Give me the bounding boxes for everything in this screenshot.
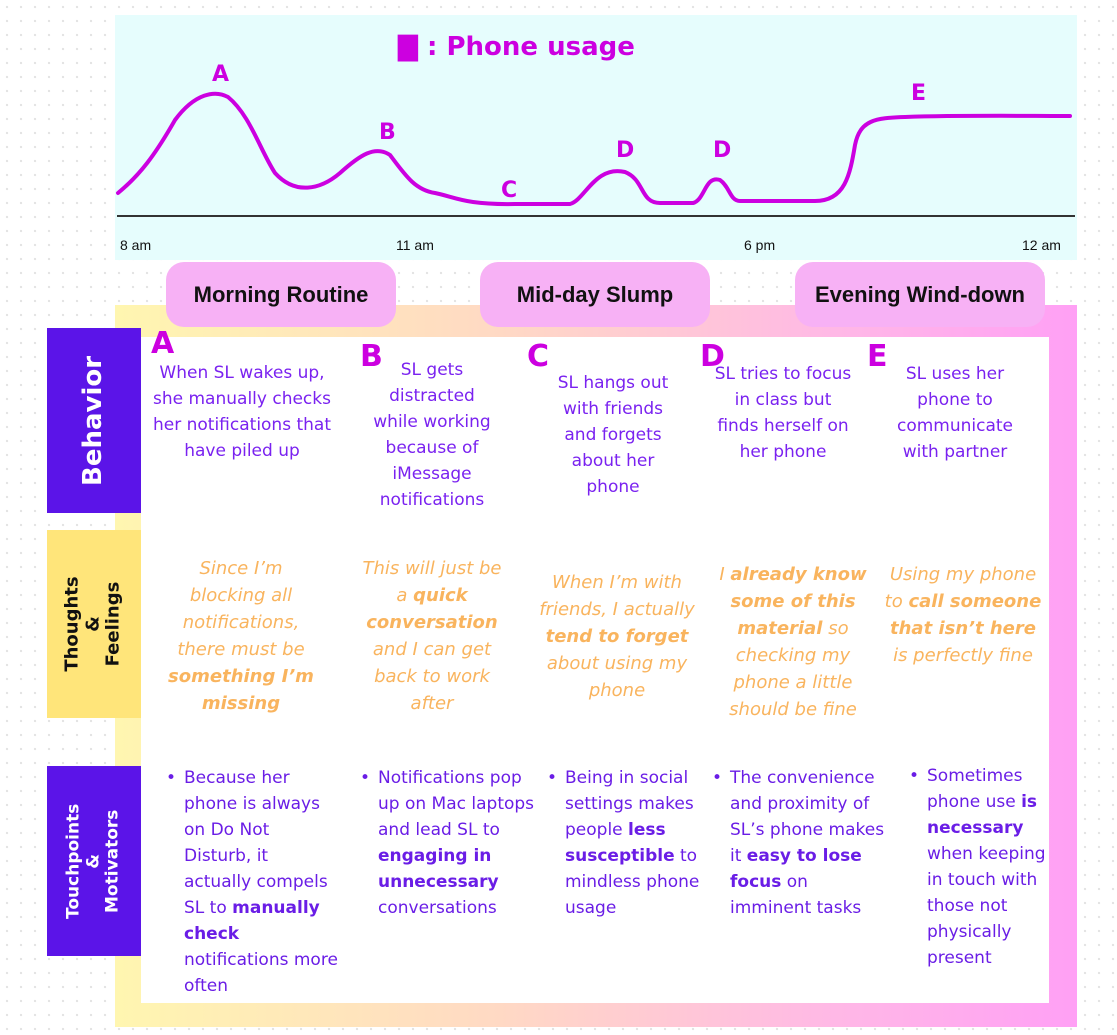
behavior-text: SL tries to focus in class but finds her… xyxy=(714,364,852,462)
emphasis-text: easy to lose focus xyxy=(730,846,862,892)
behavior-text: SL gets distracted while working because… xyxy=(373,360,491,510)
stage-letter: E xyxy=(867,339,888,374)
text-segment: on imminent tasks xyxy=(730,872,862,918)
phone-usage-chart: ▇ : Phone usage A B C D D E 8 am 11 am 6… xyxy=(115,15,1077,260)
stage-letter: B xyxy=(360,339,383,374)
row-label-thoughts: Thoughts & Feelings xyxy=(47,530,141,718)
thought-quote: This will just be a quick conversation a… xyxy=(356,555,508,717)
text-segment: about using my phone xyxy=(546,653,688,701)
row-label-touchpoints: Touchpoints & Motivators xyxy=(47,766,141,956)
emphasis-text: less susceptible xyxy=(565,820,675,866)
behavior-text: SL uses her phone to communicate with pa… xyxy=(896,364,1014,462)
behavior-text: SL hangs out with friends and forgets ab… xyxy=(557,373,669,497)
usage-curve xyxy=(116,91,1072,207)
text-segment: Using my phone to xyxy=(884,564,1037,612)
row-label-behavior: Behavior xyxy=(47,328,141,513)
tick-11am: 11 am xyxy=(396,237,434,253)
text-segment: and I can get back to work after xyxy=(372,639,492,714)
emphasis-text: manually check xyxy=(184,898,320,944)
emphasis-text: call someone that isn’t here xyxy=(890,591,1042,639)
text-segment: Sometimes phone use xyxy=(927,766,1023,812)
chart-legend: ▇ : Phone usage xyxy=(397,32,635,62)
emphasis-text: already know some of this material xyxy=(730,564,867,639)
tick-8am: 8 am xyxy=(120,237,152,253)
text-segment: is perfectly fine xyxy=(893,645,1033,666)
emphasis-text: quick conversation xyxy=(366,585,498,633)
emphasis-text: engaging in unnecessary xyxy=(378,846,499,892)
tick-6pm: 6 pm xyxy=(744,237,776,253)
peak-label-b: B xyxy=(379,120,396,145)
text-segment: I xyxy=(719,564,731,585)
touchpoint-bullet: Sometimes phone use is necessary when ke… xyxy=(909,763,1054,971)
peak-label-e: E xyxy=(911,81,926,106)
thought-quote: I already know some of this material so … xyxy=(718,561,868,723)
thought-quote: Using my phone to call someone that isn’… xyxy=(882,561,1044,669)
text-segment: Notifications pop up on Mac laptops and … xyxy=(378,768,535,840)
stage-letter: D xyxy=(700,339,725,374)
phase-morning-routine: Morning Routine xyxy=(166,262,396,327)
text-segment: to mindless phone usage xyxy=(565,846,700,918)
text-segment: Being in social settings makes people xyxy=(565,768,694,840)
peak-label-d2: D xyxy=(713,138,731,163)
phase-evening-wind-down: Evening Wind-down xyxy=(795,262,1045,327)
text-segment: conversations xyxy=(378,898,497,918)
usage-curve-svg: ▇ : Phone usage A B C D D E xyxy=(116,32,1075,217)
tick-12am: 12 am xyxy=(1022,237,1061,253)
phase-mid-day-slump: Mid-day Slump xyxy=(480,262,710,327)
emphasis-text: something I’m missing xyxy=(168,666,314,714)
thought-quote: Since I’m blocking all notifications, th… xyxy=(168,555,314,717)
emphasis-text: is necessary xyxy=(927,792,1038,838)
touchpoint-bullet: The convenience and proximity of SL’s ph… xyxy=(712,765,892,921)
peak-label-d1: D xyxy=(616,138,634,163)
text-segment: Since I’m blocking all notifications, th… xyxy=(177,558,305,660)
touchpoint-bullet: Being in social settings makes people le… xyxy=(547,765,707,921)
text-segment: notifications more often xyxy=(184,950,338,996)
text-segment: The convenience and proximity of SL’s ph… xyxy=(730,768,885,866)
touchpoint-bullet: Because her phone is always on Do Not Di… xyxy=(166,765,338,999)
behavior-text: When SL wakes up, she manually checks he… xyxy=(152,363,331,461)
text-segment: When I’m with friends, I actually xyxy=(539,572,695,620)
thought-quote: When I’m with friends, I actually tend t… xyxy=(535,569,699,704)
text-segment: Because her phone is always on Do Not Di… xyxy=(184,768,328,918)
touchpoint-bullet: Notifications pop up on Mac laptops and … xyxy=(360,765,535,921)
text-segment: when keeping in touch with those not phy… xyxy=(927,844,1046,968)
emphasis-text: tend to forget xyxy=(545,626,689,647)
stage-letter: A xyxy=(151,326,175,361)
text-segment: so checking my phone a little should be … xyxy=(729,618,857,720)
text-segment: This will just be a xyxy=(362,558,502,606)
peak-label-c: C xyxy=(501,178,517,203)
stage-letter: C xyxy=(527,339,550,374)
peak-label-a: A xyxy=(212,62,229,87)
